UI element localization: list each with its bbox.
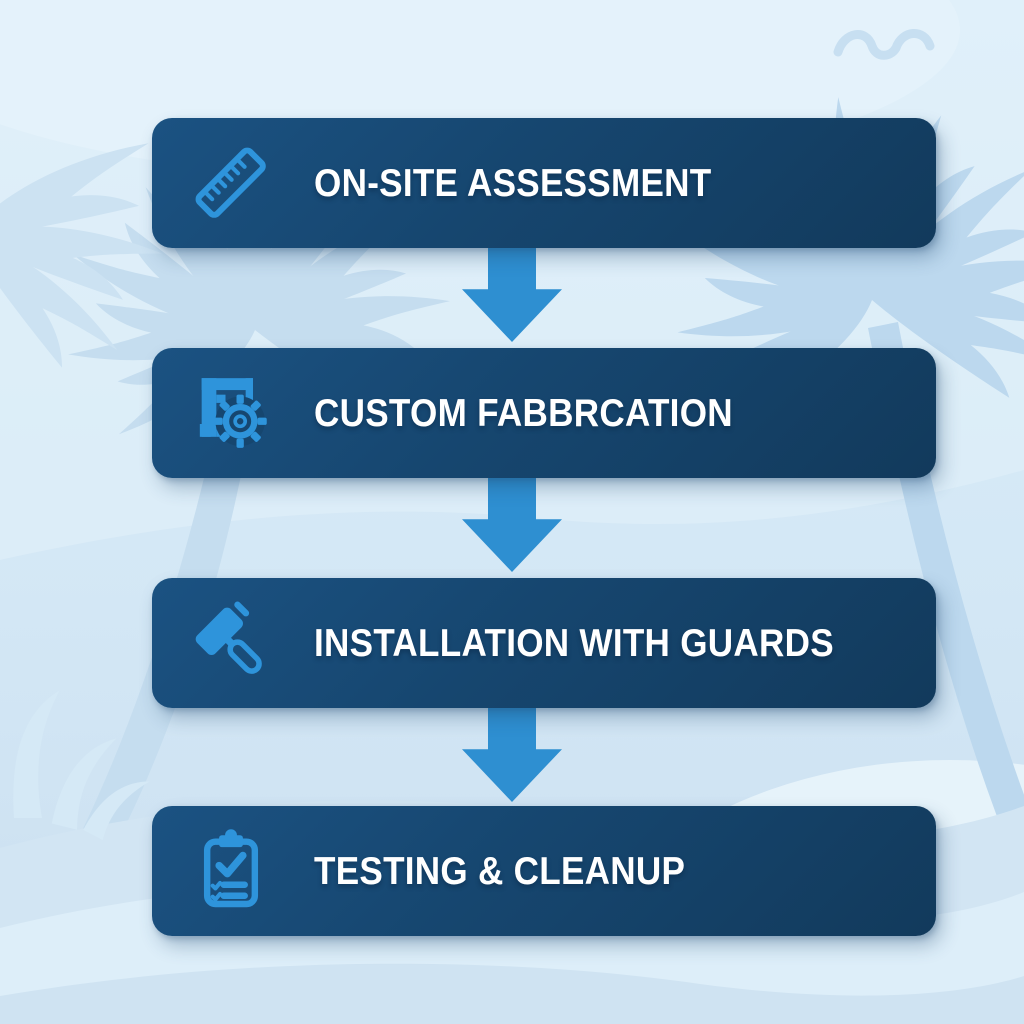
clipboard-checklist-icon	[186, 819, 276, 923]
fabrication-machine-gear-icon	[186, 361, 276, 465]
step-card-installation-with-guards: INSTALLATION WITH GUARDS	[152, 578, 936, 708]
grass-tuft	[13, 690, 150, 841]
step-label: ON-SITE ASSESSMENT	[314, 161, 712, 205]
step-card-on-site-assessment: ON-SITE ASSESSMENT	[152, 118, 936, 248]
step-label: CUSTOM FABBRCATION	[314, 391, 733, 435]
palm-tree-left	[12, 142, 451, 970]
wave-squiggle-icon	[833, 29, 935, 60]
ruler-icon	[186, 131, 276, 235]
hammer-icon	[186, 591, 276, 695]
step-label: TESTING & CLEANUP	[314, 849, 686, 893]
step-card-testing-cleanup: TESTING & CLEANUP	[152, 806, 936, 936]
step-card-custom-fabrication: CUSTOM FABBRCATION	[152, 348, 936, 478]
step-label: INSTALLATION WITH GUARDS	[314, 621, 834, 665]
